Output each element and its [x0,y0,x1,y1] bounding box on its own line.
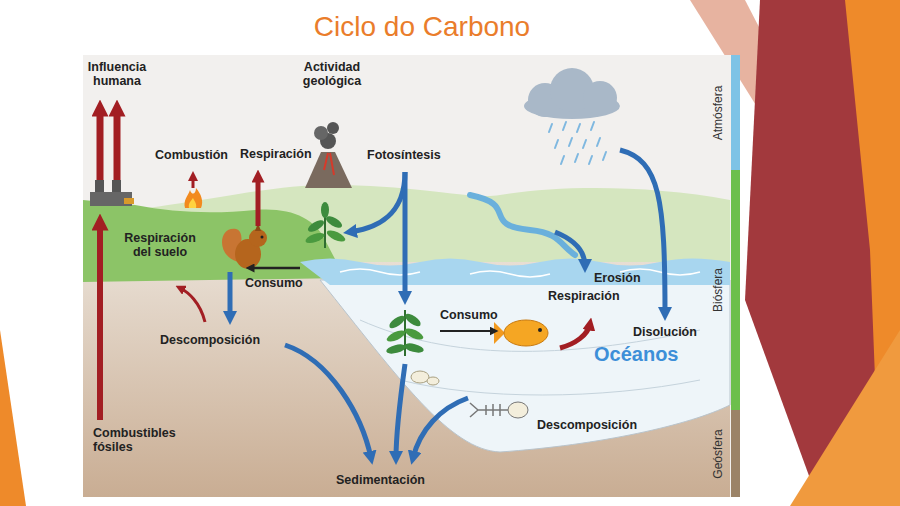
fire [185,188,203,208]
fish-skeleton [470,402,528,418]
cycle-label: Combustibles fósiles [93,426,193,454]
sphere-band: Atmósfera [708,55,740,170]
fish-part [504,320,548,346]
seaweed-part [403,342,424,355]
shells [411,371,439,385]
cycle-label: Disolución [633,325,697,339]
seaweed-part [403,326,425,342]
cycle-label: Erosión [594,271,641,285]
carbon-flow-arrows [100,108,665,458]
river [470,195,575,255]
cycle-label: Sedimentación [336,473,425,487]
slide-title: Ciclo do Carbono [222,12,622,43]
cycle-label: Actividad geológica [290,60,374,88]
volcano [305,122,352,188]
carbon-flow-arrows-part [250,267,300,270]
carbon-flow-arrows-part [114,108,121,180]
cycle-label: Combustión [155,148,228,162]
carbon-flow-arrows-part [228,272,233,318]
carbon-flow-arrows-part [180,288,205,322]
cycle-label: Descomposición [537,418,637,432]
diagram-panel [83,55,740,497]
volcano-part [305,152,352,188]
fish-part [538,328,542,332]
fire-part [189,198,196,208]
diagram-panel-part [320,280,730,452]
seaweed-part [387,314,406,331]
carbon-flow-arrows-part [620,150,665,314]
seaweed [385,310,425,356]
carbon-flow-arrows-part [97,222,103,420]
slide-decoration-part [0,330,26,506]
rain-cloud-part [583,81,617,115]
seaweed-part [403,312,422,329]
carbon-flow-arrows-part [555,232,585,266]
sphere-label: Atmósfera [711,85,725,140]
cycle-label: Respiración [240,147,312,161]
land-plant-part [304,231,326,245]
cycle-label: Océanos [594,343,678,365]
diagram-panel-part [360,320,700,395]
squirrel [222,223,267,269]
cycle-label: Fotosíntesis [367,148,441,162]
carbon-flow-arrows-part [396,364,405,458]
slide-decoration-part [790,330,900,506]
rain-cloud [524,68,620,164]
volcano-part [324,153,334,175]
cycle-label: Respiración [548,289,620,303]
volcano-part [314,126,328,140]
fish-part [494,322,505,344]
diagram-panel-part [83,55,740,497]
squirrel-part [261,236,264,239]
river-part [470,195,575,255]
carbon-flow-arrows-part [97,108,104,180]
slide-decoration-part [745,0,900,506]
cycle-label: Descomposición [160,333,260,347]
carbon-flow-arrows-part [192,176,195,188]
squirrel-part [249,229,267,247]
sphere-band: Geósfera [708,410,740,497]
carbon-flow-arrows-part [350,172,405,232]
land-plant-part [306,218,326,234]
diagram-panel-part [340,269,700,277]
land-plant-part [325,228,347,244]
rain-cloud-part [549,122,606,164]
seaweed-part [385,343,406,356]
fish [494,320,548,346]
shells-part [411,371,429,383]
factory-part [124,198,134,204]
sphere-band: Biósfera [708,170,740,410]
fish-skeleton-part [470,403,508,417]
seaweed-part [385,328,407,344]
sphere-label: Geósfera [711,429,725,478]
carbon-flow-arrows-part [440,330,494,332]
factory [90,180,134,206]
cycle-label: Respiración del suelo [116,231,204,259]
diagram-panel-part [83,200,345,282]
cycle-label: Influencia humana [78,60,156,88]
shells-part [427,377,439,385]
fire-part [185,188,203,208]
volcano-part [327,122,339,134]
land-plant-part [321,202,329,218]
cycle-label: Consumo [245,276,303,290]
carbon-flow-arrows-part [285,345,371,458]
fish-skeleton-part [508,402,528,418]
carbon-flow-arrows-part [560,324,590,348]
carbon-flow-arrows-part [256,176,261,226]
carbon-flow-arrows-part [413,398,468,458]
sphere-label: Biósfera [711,268,725,312]
carbon-flow-arrows-part [403,172,408,298]
land-plant [304,202,347,248]
cycle-label: Consumo [440,308,498,322]
